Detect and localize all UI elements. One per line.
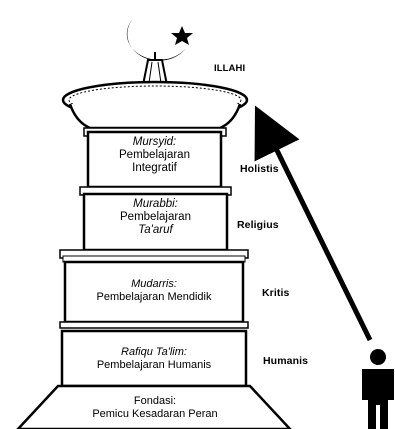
foundation-block xyxy=(16,384,292,429)
dome xyxy=(61,80,249,130)
foundation-text: Fondasi: Pemicu Kesadaran Peran xyxy=(40,395,270,420)
person-icon xyxy=(362,349,394,429)
tier-title: Mursyid: xyxy=(132,136,177,148)
tier-line: Integratif xyxy=(132,162,177,175)
tier-title: Murabbi: xyxy=(133,198,178,210)
tier-mudarris-text: Mudarris: Pembelajaran Mendidik xyxy=(65,278,243,303)
crescent-star-icon xyxy=(126,20,193,61)
tier-mudarris-block xyxy=(59,249,249,324)
tier-mursyid-text: Mursyid: Pembelajaran Integratif xyxy=(88,136,221,176)
tier-line: Pembelajaran xyxy=(119,149,190,162)
tier-line: Pembelajaran Humanis xyxy=(96,358,212,371)
tier-title: Rafiqu Ta'lim: xyxy=(121,346,187,358)
tier-murabbi-block xyxy=(79,186,232,252)
tier-line: Pembelajaran xyxy=(120,211,191,224)
tier-line: Pembelajaran Mendidik xyxy=(96,290,212,303)
tier-line: Ta'aruf xyxy=(138,224,173,237)
arrow-icon xyxy=(254,105,373,342)
tier-murabbi-text: Murabbi: Pembelajaran Ta'aruf xyxy=(84,198,227,238)
tier-title: Mudarris: xyxy=(131,278,177,290)
side-label-humanis: Humanis xyxy=(263,355,309,367)
tier-mursyid-block xyxy=(83,127,227,189)
side-label-holistis: Holistis xyxy=(240,163,279,175)
top-label: ILLAHI xyxy=(214,63,246,74)
side-label-religius: Religius xyxy=(237,219,279,231)
side-label-kritis: Kritis xyxy=(262,287,290,299)
tier-rafiqu-text: Rafiqu Ta'lim: Pembelajaran Humanis xyxy=(62,346,246,371)
foundation-title: Fondasi: xyxy=(133,395,177,407)
foundation-line: Pemicu Kesadaran Peran xyxy=(92,407,218,420)
